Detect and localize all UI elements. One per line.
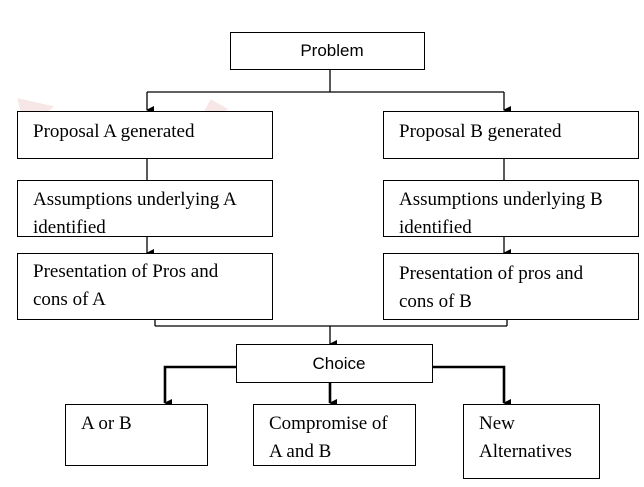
outcome-compromise-label: Compromise of A and B — [269, 413, 388, 462]
box-assumptions-b: Assumptions underlying B identified — [383, 180, 639, 237]
outcome-new-alternatives-label: New Alternatives — [479, 413, 572, 462]
assumptions-a-label: Assumptions underlying A identified — [33, 189, 237, 237]
choice-label: Choice — [312, 354, 366, 373]
box-proposal-b: Proposal B generated — [383, 111, 639, 159]
presentation-b-label: Presentation of pros and cons of B — [399, 263, 584, 312]
box-outcome-new-alternatives: New Alternatives — [463, 404, 600, 479]
outcome-a-or-b-label: A or B — [81, 413, 132, 434]
box-presentation-a: Presentation of Pros and cons of A — [17, 253, 273, 320]
proposal-a-label: Proposal A generated — [33, 121, 195, 142]
box-choice: Choice — [236, 344, 433, 383]
assumptions-b-label: Assumptions underlying B identified — [399, 189, 603, 237]
box-proposal-a: Proposal A generated — [17, 111, 273, 159]
proposal-b-label: Proposal B generated — [399, 121, 562, 142]
box-assumptions-a: Assumptions underlying A identified — [17, 180, 273, 237]
arrow-to-new-alternatives — [433, 365, 511, 407]
box-outcome-a-or-b: A or B — [65, 404, 208, 466]
box-outcome-compromise: Compromise of A and B — [253, 404, 416, 466]
problem-label: Problem — [300, 41, 364, 60]
presentation-a-label: Presentation of Pros and cons of A — [33, 261, 219, 310]
box-presentation-b: Presentation of pros and cons of B — [383, 253, 639, 320]
arrow-to-a-or-b — [163, 365, 236, 407]
box-problem: Problem — [230, 32, 425, 70]
